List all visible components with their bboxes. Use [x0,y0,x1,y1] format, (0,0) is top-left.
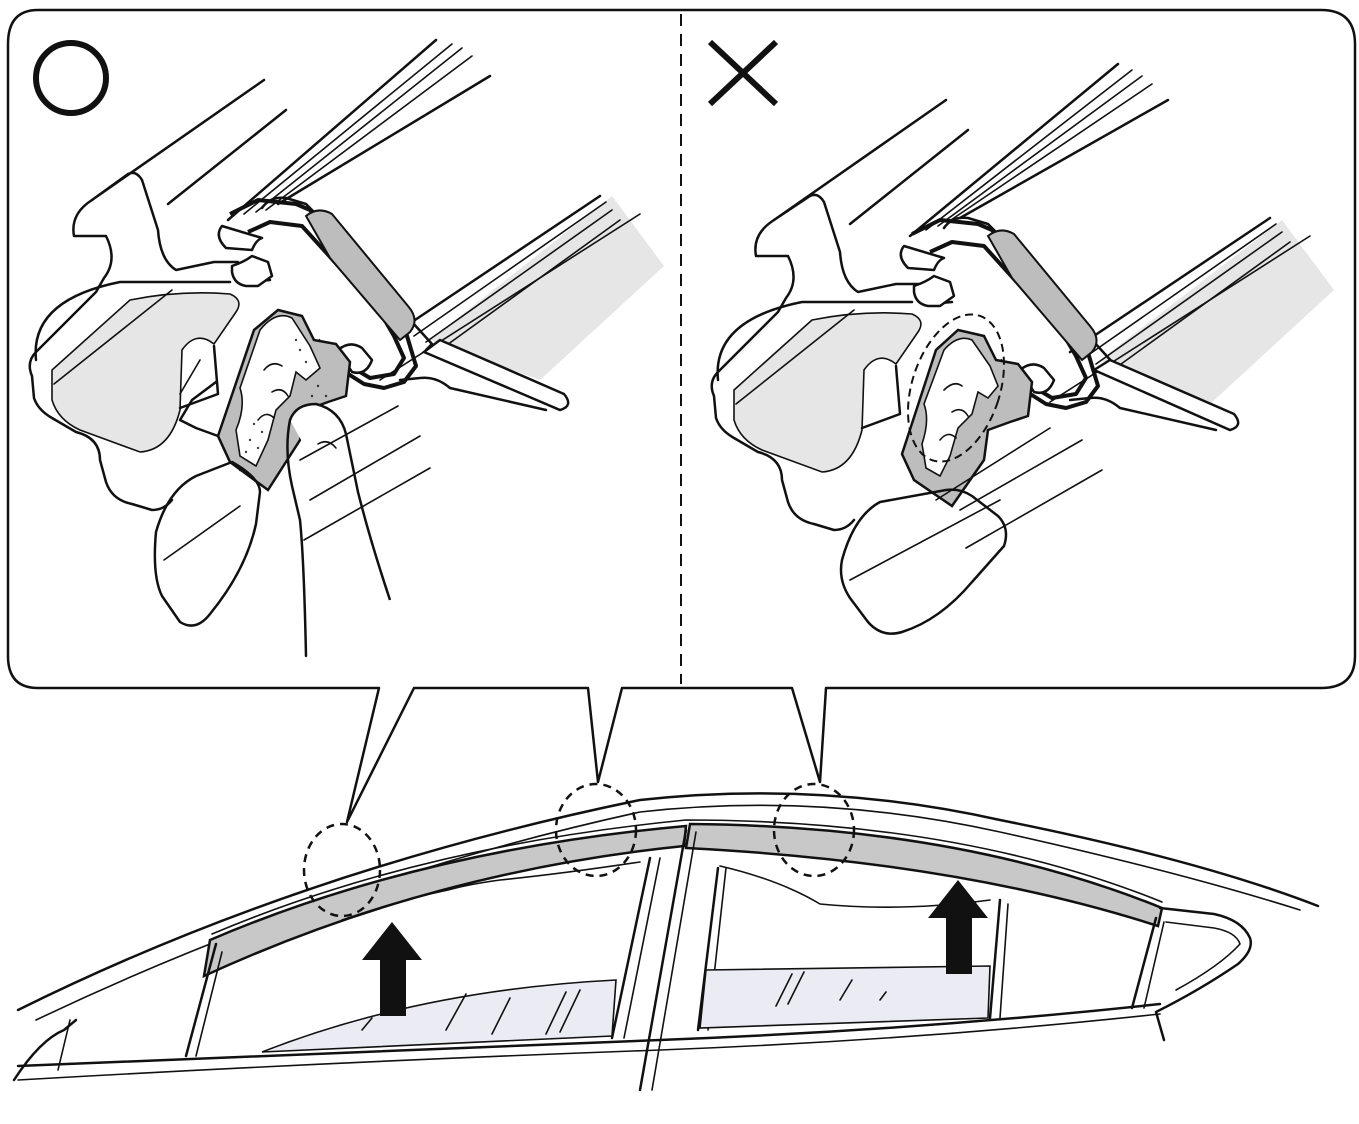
visor-end-ng [1068,358,1240,432]
callout-frame [6,8,1357,824]
up-arrow-icon-rear [928,880,988,974]
retaining-clip-ng [899,216,1116,410]
tape-texture [238,338,328,472]
rear-window-glass [699,965,991,1029]
visor-end [398,338,570,412]
front-window-glass [261,979,617,1053]
door-frame [28,78,288,512]
door-frame-ng [710,98,970,532]
cross-ng-icon: ✕ [707,39,779,107]
upper-rail-ng [908,62,1170,238]
upper-rail [226,38,492,222]
panel-incorrect: ✕ [707,39,1334,635]
adhesive-tape [178,308,352,492]
visor-rear [684,822,1164,928]
panel-correct: ○ [28,38,664,658]
lower-trim-ng [839,427,1103,635]
callout-marker-middle [554,782,638,878]
retaining-clip [217,196,434,390]
up-arrow-icon [362,922,422,1016]
adhesive-tape-ng [900,328,1034,508]
car-side-view [12,782,1320,1092]
callout-marker-rear [772,782,856,878]
lower-rail [379,194,664,381]
lifted-tape-highlight [907,313,1005,463]
callout-marker-front [302,822,382,918]
circle-ok-icon: ○ [33,40,109,116]
hand-pressing [153,402,431,658]
